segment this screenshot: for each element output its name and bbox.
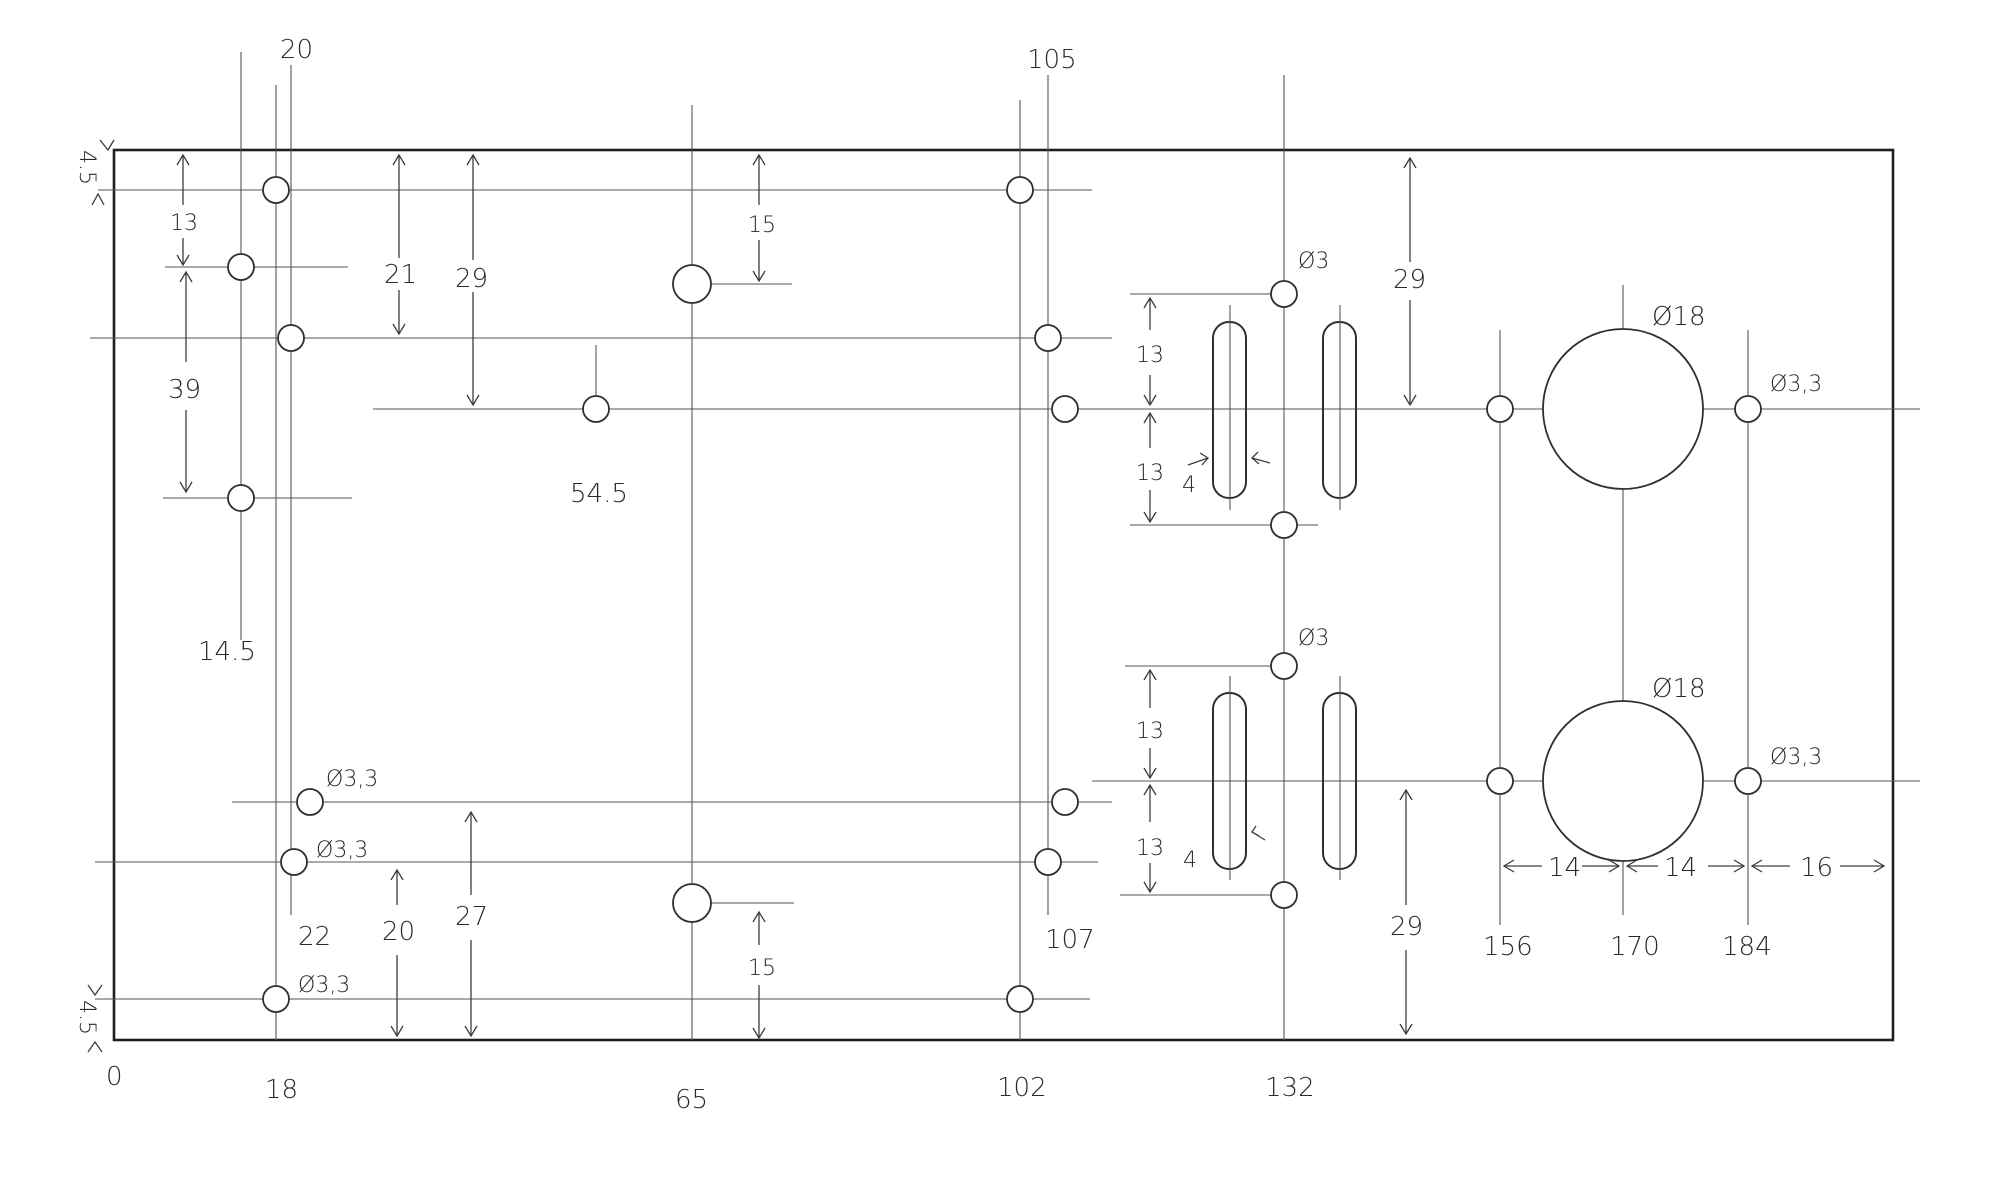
hole	[262, 176, 290, 204]
label-x-170: 170	[1610, 932, 1660, 962]
label-d18-top: Ø18	[1652, 302, 1706, 332]
label-d18-bottom: Ø18	[1652, 674, 1706, 704]
label-x-0: 0	[106, 1062, 123, 1092]
dimension-arrows	[87, 139, 1886, 1053]
label-d3-bottom: Ø3	[1298, 626, 1329, 651]
label-dim-29-right-bottom: 29	[1390, 912, 1423, 942]
label-dim-27: 27	[455, 902, 488, 932]
large-hole	[672, 883, 712, 923]
hole	[1734, 767, 1762, 795]
hole	[227, 253, 255, 281]
switch-slots	[1212, 305, 1357, 880]
large-hole	[672, 264, 712, 304]
hole	[227, 484, 255, 512]
vertical-reference-lines	[240, 52, 1749, 1040]
label-dim-14-b: 14	[1664, 853, 1697, 883]
label-slot-13-a: 13	[1136, 343, 1164, 368]
hole	[1270, 511, 1298, 539]
label-edge-bottom: 4.5	[74, 1000, 99, 1035]
label-dim-15-top: 15	[748, 213, 776, 238]
hole	[1034, 848, 1062, 876]
label-slot-width-4-bottom: 4	[1183, 848, 1197, 873]
label-dim-39: 39	[168, 375, 201, 405]
hole	[582, 395, 610, 423]
hole	[1051, 395, 1079, 423]
label-d3-3-left-c: Ø3,3	[298, 973, 350, 998]
label-x-156: 156	[1483, 932, 1533, 962]
label-dim-29-right-top: 29	[1393, 265, 1426, 295]
label-slot-width-4-top: 4	[1182, 473, 1196, 498]
hole	[1270, 652, 1298, 680]
label-dim-15-bottom: 15	[748, 956, 776, 981]
label-x-105: 105	[1027, 45, 1077, 75]
dimension-labels: 0 18 20 65 102 105 132 14.5 54.5 22 107 …	[74, 35, 1833, 1115]
label-d3-3-right-top: Ø3,3	[1770, 372, 1822, 397]
label-slot-13-d: 13	[1136, 836, 1164, 861]
jack-hole	[1542, 700, 1704, 862]
hole	[1270, 280, 1298, 308]
label-edge-top: 4.5	[74, 150, 99, 185]
label-d3-3-right-bottom: Ø3,3	[1770, 745, 1822, 770]
label-x-20: 20	[280, 35, 313, 65]
hole	[1006, 176, 1034, 204]
label-d3-3-left-b: Ø3,3	[316, 838, 368, 863]
label-x-102: 102	[997, 1073, 1047, 1103]
label-dim-13: 13	[170, 211, 198, 236]
label-x-65: 65	[675, 1085, 708, 1115]
hole	[1270, 881, 1298, 909]
label-x-107: 107	[1045, 925, 1095, 955]
hole	[1034, 324, 1062, 352]
hole	[280, 848, 308, 876]
label-dim-20: 20	[382, 917, 415, 947]
label-slot-13-c: 13	[1136, 719, 1164, 744]
mounting-holes	[227, 176, 1762, 1013]
panel-outline	[112, 148, 1895, 1042]
label-x-54-5: 54.5	[570, 479, 628, 509]
hole	[262, 985, 290, 1013]
label-dim-21: 21	[384, 260, 417, 290]
hole	[1006, 985, 1034, 1013]
label-slot-13-b: 13	[1136, 461, 1164, 486]
hole	[1486, 767, 1514, 795]
label-x-184: 184	[1722, 932, 1772, 962]
hole	[1051, 788, 1079, 816]
label-dim-29: 29	[455, 264, 488, 294]
hole	[277, 324, 305, 352]
label-d3-3-left-a: Ø3,3	[326, 767, 378, 792]
jack-hole	[1542, 328, 1704, 490]
horizontal-reference-lines	[90, 189, 1920, 1000]
label-dim-14-a: 14	[1548, 853, 1581, 883]
hole	[1486, 395, 1514, 423]
label-x-22: 22	[298, 922, 331, 952]
label-dim-16: 16	[1800, 853, 1833, 883]
label-x-18: 18	[265, 1075, 298, 1105]
label-x-132: 132	[1265, 1073, 1315, 1103]
hole	[296, 788, 324, 816]
hole	[1734, 395, 1762, 423]
label-x-14-5: 14.5	[198, 637, 256, 667]
label-d3-top: Ø3	[1298, 249, 1329, 274]
